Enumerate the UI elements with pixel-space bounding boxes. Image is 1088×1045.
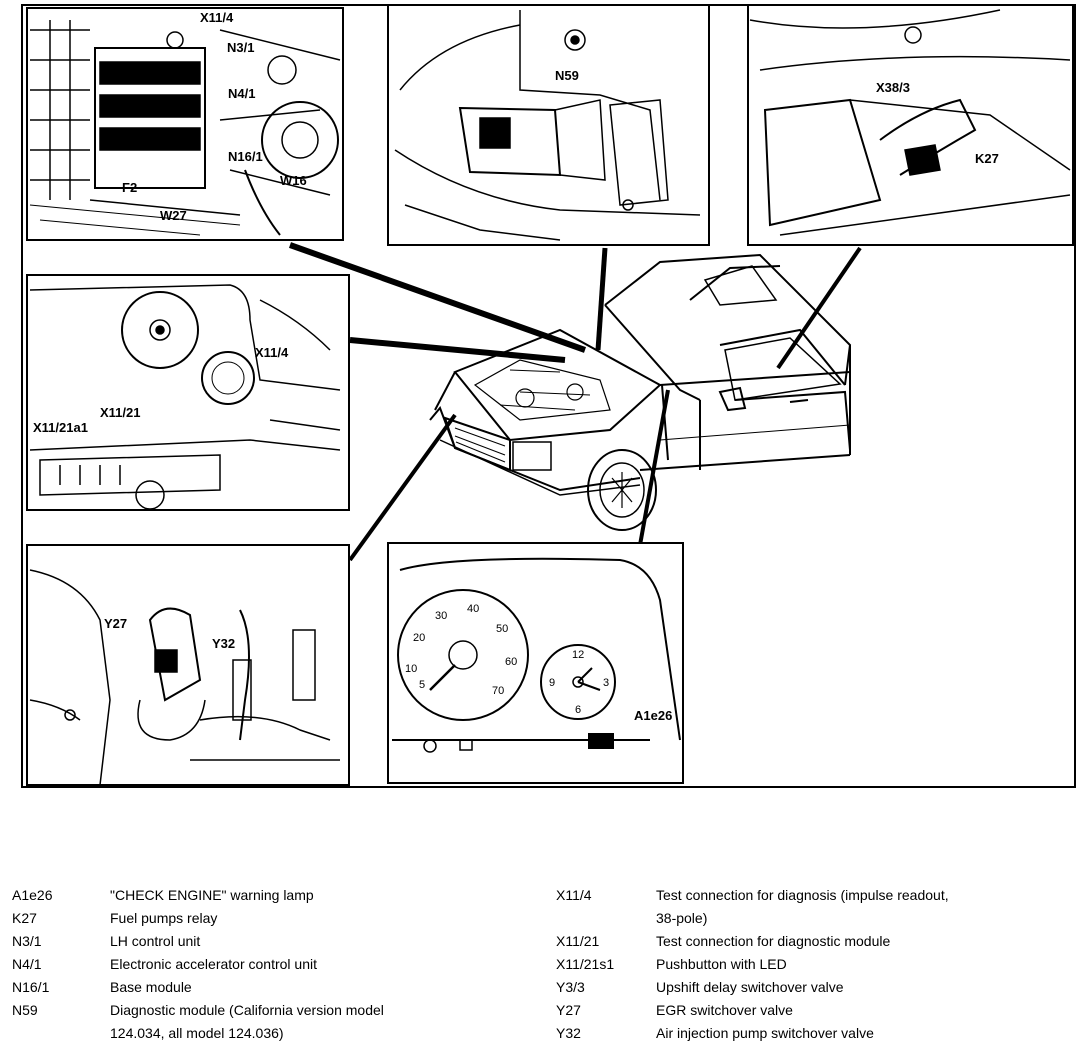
panel-top-left: X11/4 N3/1 N4/1 N16/1 F2 W27 W16 bbox=[26, 7, 344, 241]
legend-row: 124.034, all model 124.036) bbox=[12, 1022, 482, 1045]
callout-w16: W16 bbox=[280, 173, 307, 188]
speedo-label-50: 50 bbox=[496, 623, 508, 635]
callout-f2: F2 bbox=[122, 180, 137, 195]
legend-code: N3/1 bbox=[12, 933, 42, 949]
callout-n3-1: N3/1 bbox=[227, 40, 254, 55]
leader-lines bbox=[288, 242, 862, 562]
callout-x11-4-mid: X11/4 bbox=[255, 345, 289, 360]
clock-label-9: 9 bbox=[549, 677, 555, 689]
legend-row: X11/21s1 Pushbutton with LED bbox=[556, 953, 1056, 976]
legend-row: N4/1 Electronic accelerator control unit bbox=[12, 953, 482, 976]
panel-top-middle: N59 bbox=[387, 4, 710, 246]
legend-desc: Upshift delay switchover valve bbox=[656, 979, 844, 995]
callout-w27: W27 bbox=[160, 208, 187, 223]
legend-desc: Air injection pump switchover valve bbox=[656, 1025, 874, 1041]
legend-left: A1e26 "CHECK ENGINE" warning lamp K27 Fuel… bbox=[12, 884, 482, 1045]
callout-y32: Y32 bbox=[212, 636, 235, 651]
component-location-diagram: X11/4 N3/1 N4/1 N16/1 F2 W27 W16 N59 bbox=[21, 4, 1076, 788]
legend-row: Y32 Air injection pump switchover valve bbox=[556, 1022, 1056, 1045]
legend-code: K27 bbox=[12, 910, 37, 926]
legend-desc: EGR switchover valve bbox=[656, 1002, 793, 1018]
clock-label-12: 12 bbox=[572, 649, 584, 661]
speedo-label-10: 10 bbox=[405, 663, 417, 675]
legend-code: Y32 bbox=[556, 1025, 581, 1041]
legend-code bbox=[556, 907, 656, 930]
legend-code: Y27 bbox=[556, 1002, 581, 1018]
callout-x11-4-top: X11/4 bbox=[200, 10, 234, 25]
legend-desc: LH control unit bbox=[110, 933, 201, 949]
legend-right: X11/4 Test connection for diagnosis (impu… bbox=[556, 884, 1056, 1045]
legend-desc: Base module bbox=[110, 979, 192, 995]
legend-desc: Electronic accelerator control unit bbox=[110, 956, 317, 972]
legend-desc: 38-pole) bbox=[656, 910, 708, 926]
callout-x38-3: X38/3 bbox=[876, 80, 910, 95]
speedo-label-60: 60 bbox=[505, 656, 517, 668]
callout-x11-21a1: X11/21a1 bbox=[33, 420, 88, 435]
legend-code: X11/21s1 bbox=[556, 956, 615, 972]
speedo-label-70: 70 bbox=[492, 685, 504, 697]
legend-desc: "CHECK ENGINE" warning lamp bbox=[110, 887, 314, 903]
legend-row: K27 Fuel pumps relay bbox=[12, 907, 482, 930]
panel-top-right: X38/3 K27 bbox=[747, 4, 1074, 246]
legend-desc: Pushbutton with LED bbox=[656, 956, 787, 972]
legend-row: Y3/3 Upshift delay switchover valve bbox=[556, 976, 1056, 999]
legend-code: X11/21 bbox=[556, 933, 600, 949]
check-engine-lamp bbox=[588, 733, 614, 749]
legend-code: N16/1 bbox=[12, 979, 50, 995]
legend-row: N3/1 LH control unit bbox=[12, 930, 482, 953]
callout-k27: K27 bbox=[975, 151, 999, 166]
legend-row: N59 Diagnostic module (California version… bbox=[12, 999, 482, 1022]
legend-desc: Test connection for diagnostic module bbox=[656, 933, 891, 949]
speedometer-gauge bbox=[397, 589, 529, 721]
panel-bottom-left: Y27 Y32 bbox=[26, 544, 350, 786]
callout-a1e26: A1e26 bbox=[634, 708, 672, 723]
legend-row: A1e26 "CHECK ENGINE" warning lamp bbox=[12, 884, 482, 907]
clock-label-6: 6 bbox=[575, 704, 581, 716]
legend-row: X11/21 Test connection for diagnostic mod… bbox=[556, 930, 1056, 953]
legend-code: N59 bbox=[12, 1002, 38, 1018]
legend-code bbox=[12, 1022, 110, 1045]
speedo-label-30: 30 bbox=[435, 610, 447, 622]
callout-y27: Y27 bbox=[104, 616, 127, 631]
car-illustration bbox=[429, 253, 852, 531]
speedo-label-20: 20 bbox=[413, 632, 425, 644]
legend-desc: Fuel pumps relay bbox=[110, 910, 218, 926]
speedo-label-40: 40 bbox=[467, 603, 479, 615]
legend-desc: Diagnostic module (California version mo… bbox=[110, 1002, 384, 1018]
legend-row: 38-pole) bbox=[556, 907, 1056, 930]
legend-desc: Test connection for diagnosis (impulse r… bbox=[656, 887, 949, 903]
callout-n4-1-top: N4/1 bbox=[228, 86, 255, 101]
panel-bottom-middle: 5 10 20 30 40 50 60 70 12 3 6 9 A1e26 bbox=[387, 542, 684, 784]
legend-row: Y27 EGR switchover valve bbox=[556, 999, 1056, 1022]
panel-middle-left: X11/4 X11/21 X11/21a1 bbox=[26, 274, 350, 511]
legend-code: N4/1 bbox=[12, 956, 42, 972]
clock-gauge bbox=[540, 644, 616, 720]
legend-code: X11/4 bbox=[556, 887, 592, 903]
speedo-label-5: 5 bbox=[419, 679, 425, 691]
callout-n16-1: N16/1 bbox=[228, 149, 263, 164]
legend-row: N16/1 Base module bbox=[12, 976, 482, 999]
legend-desc: 124.034, all model 124.036) bbox=[110, 1025, 284, 1041]
callout-n59: N59 bbox=[555, 68, 579, 83]
legend-code: Y3/3 bbox=[556, 979, 585, 995]
callout-x11-21: X11/21 bbox=[100, 405, 141, 420]
legend-row: X11/4 Test connection for diagnosis (impu… bbox=[556, 884, 1056, 907]
legend-code: A1e26 bbox=[12, 887, 53, 903]
clock-label-3: 3 bbox=[603, 677, 609, 689]
